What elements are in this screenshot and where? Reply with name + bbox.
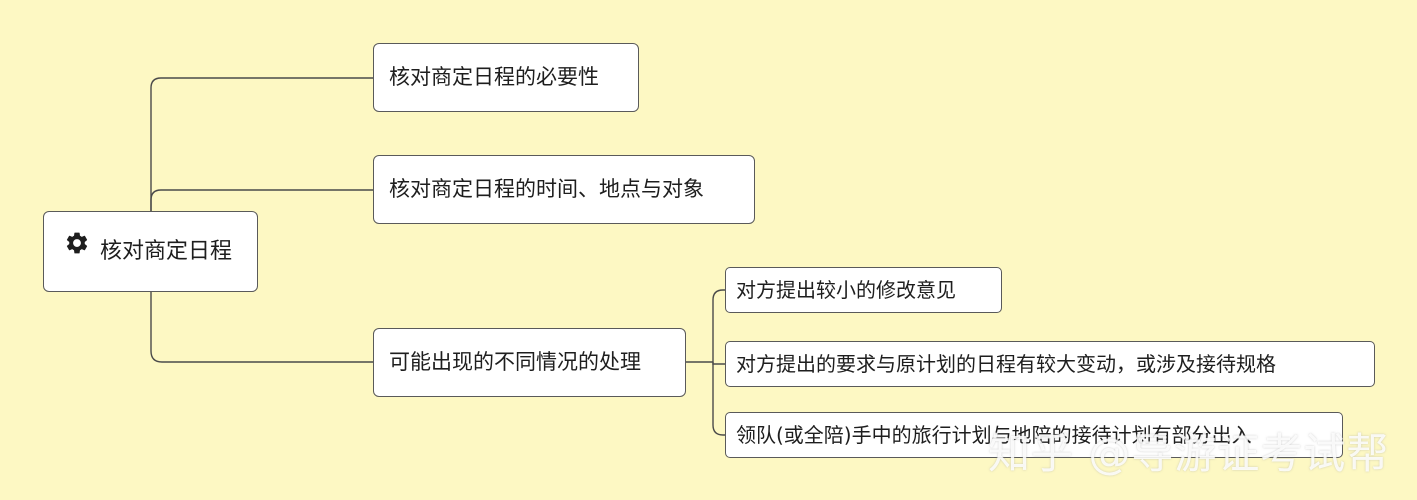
topic-necessity[interactable]: 核对商定日程的必要性	[373, 43, 639, 112]
watermark: 知乎 @导游证考试帮	[988, 429, 1390, 478]
topic-necessity-label: 核对商定日程的必要性	[389, 65, 599, 89]
subtopic-minor-changes-label: 对方提出较小的修改意见	[736, 278, 956, 302]
connector-root-cases	[150, 292, 373, 363]
connector-cases-c2	[712, 362, 725, 365]
subtopic-plan-discrepancy[interactable]: 领队(或全陪)手中的旅行计划与地陪的接待计划有部分出入	[725, 412, 1343, 458]
root-topic[interactable]: 核对商定日程	[43, 211, 258, 292]
root-topic-label: 核对商定日程	[100, 238, 233, 264]
connector-root-time	[150, 189, 373, 211]
subtopic-plan-discrepancy-label: 领队(或全陪)手中的旅行计划与地陪的接待计划有部分出入	[736, 423, 1252, 447]
subtopic-minor-changes[interactable]: 对方提出较小的修改意见	[725, 267, 1002, 313]
connector-cases-c1	[712, 289, 725, 362]
topic-time-place-object[interactable]: 核对商定日程的时间、地点与对象	[373, 155, 755, 224]
topic-handling-cases-label: 可能出现的不同情况的处理	[389, 350, 641, 374]
connector-root-necessity	[150, 77, 373, 211]
gear-icon	[64, 230, 90, 256]
topic-time-place-object-label: 核对商定日程的时间、地点与对象	[389, 177, 704, 201]
topic-handling-cases[interactable]: 可能出现的不同情况的处理	[373, 328, 686, 397]
connector-cases-c3	[712, 362, 725, 436]
subtopic-major-changes-label: 对方提出的要求与原计划的日程有较大变动，或涉及接待规格	[736, 352, 1276, 376]
subtopic-major-changes[interactable]: 对方提出的要求与原计划的日程有较大变动，或涉及接待规格	[725, 341, 1375, 387]
